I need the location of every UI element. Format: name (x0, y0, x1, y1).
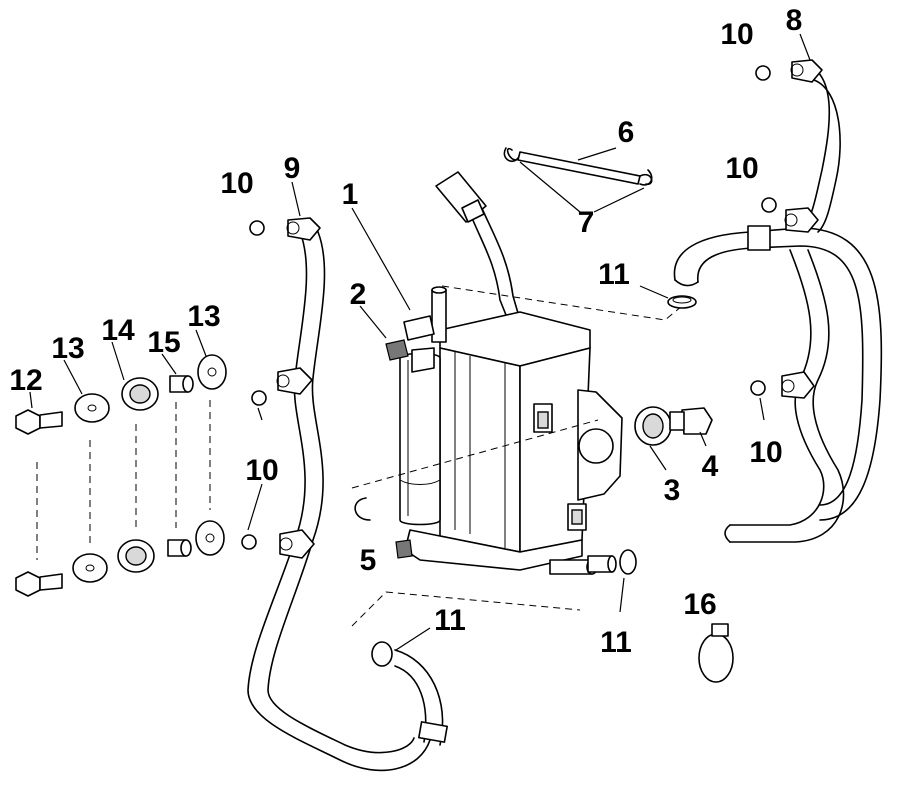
hose-elbow-fitting-9 (286, 217, 321, 241)
hose-tee-fitting-left-lower (279, 529, 315, 559)
grommet-14-lower (117, 539, 155, 573)
hose-elbow-fitting-8 (790, 59, 823, 83)
callout-2: 2 (350, 278, 367, 311)
callout-14: 14 (101, 314, 135, 347)
clamp-11-lower-left (371, 641, 393, 667)
callout-labels: 1 2 3 4 5 6 7 8 9 10 10 10 10 10 11 11 1… (9, 4, 802, 659)
clamp-11-lower-right (619, 549, 637, 575)
callout-10-a: 10 (720, 18, 753, 51)
o-ring-10-d (251, 390, 267, 406)
fuel-pump-body (385, 171, 623, 575)
band-clamp-16 (698, 623, 734, 683)
o-ring-10-f (750, 380, 766, 396)
washer-13-inner-upper (197, 354, 227, 390)
o-ring-10-b (249, 220, 265, 236)
hose-tee-fitting-left-upper (276, 367, 313, 395)
grommet-3 (634, 406, 672, 446)
callout-1: 1 (342, 178, 359, 211)
o-ring-10-e (241, 534, 257, 550)
callout-10-e: 10 (749, 436, 782, 469)
washer-13-inner-lower (195, 520, 225, 556)
callout-15: 15 (147, 326, 180, 359)
tube-6 (506, 147, 653, 185)
callout-11-a: 11 (598, 258, 630, 291)
callout-13-a: 13 (51, 332, 84, 365)
washer-13-outer-upper (74, 393, 110, 423)
hose-tee-fitting-right-upper (784, 207, 819, 233)
leader-lines (29, 33, 811, 651)
callout-10-b: 10 (220, 167, 253, 200)
callout-10-c: 10 (725, 152, 758, 185)
right-upper-fuel-hose (673, 61, 883, 521)
callout-10-d: 10 (245, 454, 278, 487)
fuel-pump-dashed-outline (351, 285, 683, 627)
washer-13-outer-lower (72, 553, 108, 583)
callout-6: 6 (618, 116, 635, 149)
o-ring-10-a (755, 65, 771, 81)
grommet-14-upper (121, 377, 159, 411)
callout-4: 4 (702, 450, 719, 483)
retaining-ring-5 (354, 497, 371, 521)
callout-13-b: 13 (187, 300, 220, 333)
bolt-12-upper (15, 409, 63, 435)
clamp-7 (503, 147, 653, 186)
callout-3: 3 (664, 474, 681, 507)
fitting-4 (669, 407, 713, 435)
sleeve-15-upper (169, 375, 194, 393)
sleeve-15-lower (167, 539, 192, 557)
callout-12: 12 (9, 364, 42, 397)
clamp-11-upper (667, 295, 697, 309)
callout-16: 16 (683, 588, 716, 621)
callout-5: 5 (360, 544, 377, 577)
callout-8: 8 (786, 4, 803, 37)
callout-11-c: 11 (600, 626, 632, 659)
callout-11-b: 11 (434, 604, 466, 637)
right-lower-fuel-hose (724, 249, 845, 543)
hose-tee-fitting-right-lower (781, 371, 815, 399)
callout-9: 9 (284, 152, 301, 185)
o-ring-10-c (761, 197, 777, 213)
bolt-12-lower (15, 571, 63, 597)
left-fuel-hose-loop-end (394, 649, 448, 746)
callout-7: 7 (578, 206, 595, 239)
